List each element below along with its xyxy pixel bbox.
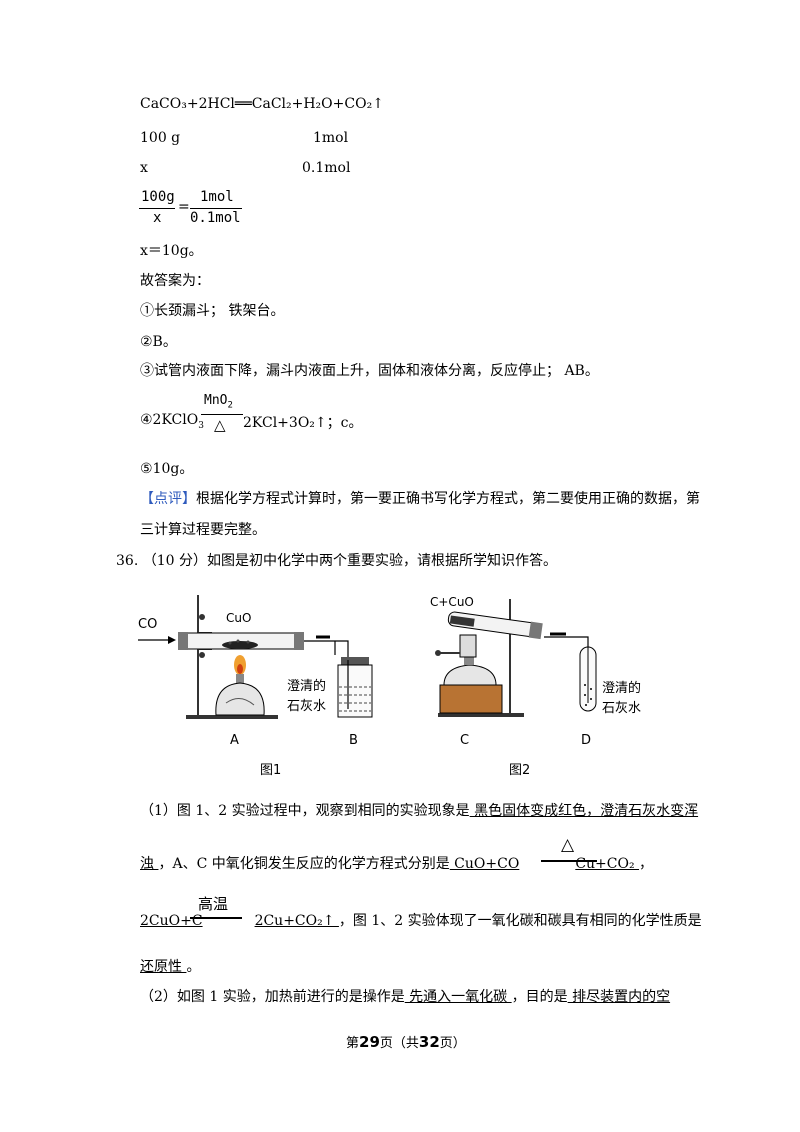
answer-header: 故答案为： [140,273,210,289]
fraction-2-bar [190,208,242,209]
part-1-answer-1a: 黑色固体变成红色，澄清石灰水变浑 [469,803,699,819]
part-1-eq1-arrow [541,860,597,862]
ratio-row-1-left: 100 g [140,130,181,146]
answer-4-prefix: ④2KClO [140,412,199,428]
part-1-line-3-text: ，图 1、2 实验体现了一氧化碳和碳具有相同的化学性质是 [338,913,702,929]
part-1-answer-1b: 浊 [140,856,159,872]
ratio-row-1-right: 1mol [313,130,349,146]
fraction-1-numerator: 100g [141,189,175,205]
answer-5: ⑤10g。 [140,461,194,477]
figure-1-cuo-label: CuO [226,611,252,625]
calc-result: x＝10g。 [140,243,203,259]
part-2-line-1: （2）如图 1 实验，加热前进行的是操作是 先通入一氧化碳 ，目的是 排尽装置内… [140,986,670,1006]
footer-post: 页） [439,1036,466,1051]
part-1-line-2: 浊 ，A、C 中氧化铜发生反应的化学方程式分别是 CuO+CO Cu+CO₂ ， [140,853,653,873]
question-title: 36. （10 分）如图是初中化学中两个重要实验，请根据所学知识作答。 [116,553,557,569]
part-2-answer-2: 排尽装置内的空 [567,989,671,1005]
answer-4-heat-symbol: △ [214,416,226,434]
footer-total-pages: 32 [418,1033,440,1051]
figure-1-liquid-label: 澄清的 石灰水 [287,679,327,714]
part-1-line-2-end: ， [639,856,654,872]
answer-4-catalyst-sub: 2 [227,400,233,411]
fraction-2-numerator: 1mol [200,189,234,205]
part-1-line-3: 2CuO+C 2Cu+CO₂↑ ，图 1、2 实验体现了一氧化碳和碳具有相同的化学… [140,910,702,930]
figure-1-caption: 图1 [260,763,282,778]
answer-4-suffix: 2KCl+3O₂↑；c。 [243,415,363,431]
part-1-eq2-condition: 高温 [198,895,229,913]
part-1-eq1-left: CuO+CO [449,856,520,872]
reaction-equation: CaCO₃+2HCl══CaCl₂+H₂O+CO₂↑ [140,96,384,112]
figure-1-co-label: CO [138,617,158,632]
part-1-eq1-condition: △ [561,835,575,855]
answer-3: ③试管内液面下降，漏斗内液面上升，固体和液体分离，反应停止； AB。 [140,363,599,379]
part-1-prefix: （1）图 1、2 实验过程中，观察到相同的实验现象是 [140,803,470,819]
footer-pre: 第 [346,1036,360,1051]
figure-1-label-a: A [230,733,239,748]
figure-2-reactant-label: C+CuO [430,595,474,609]
part-1-line-1: （1）图 1、2 实验过程中，观察到相同的实验现象是 黑色固体变成红色，澄清石灰… [140,800,698,820]
ratio-row-2-left: x [140,160,148,176]
part-1-eq1-right: Cu+CO₂ [575,856,640,872]
fraction-2-denominator: 0.1mol [190,210,241,226]
figure-2-caption: 图2 [509,763,531,778]
part-2-answer-1: 先通入一氧化碳 [404,989,512,1005]
part-2-middle: ，目的是 [511,989,568,1005]
answer-4-catalyst: MnO2 [204,393,233,411]
figure-2-label-d: D [581,733,592,748]
fraction-equals: = [178,199,190,215]
fraction-1-bar [139,208,175,209]
comment-text-1: 根据化学方程式计算时，第一要正确书写化学方程式，第二要使用正确的数据，第 [196,491,700,507]
footer-mid: 页（共 [379,1036,419,1051]
answer-4-prefix-sub: 3 [198,420,204,431]
part-1-line-4-end: 。 [186,959,201,975]
fraction-1-denominator: x [153,210,162,226]
figure-1-apparatus [138,595,373,719]
part-2-prefix: （2）如图 1 实验，加热前进行的是操作是 [140,989,405,1005]
part-1-line-4: 还原性 。 [140,956,200,976]
part-1-eq2-arrow [190,917,242,919]
answer-2: ②B。 [140,334,177,350]
footer-page-number: 29 [359,1033,380,1051]
comment-line-1: 【点评】根据化学方程式计算时，第一要正确书写化学方程式，第二要使用正确的数据，第 [140,488,700,508]
figure-2-liquid-label: 澄清的 石灰水 [602,681,642,716]
answer-4-catalyst-text: MnO [204,393,228,408]
part-1-eq2-left: 2CuO+C [140,913,203,929]
ratio-row-2-right: 0.1mol [302,160,351,176]
figure-2: C+CuO 澄清的 石灰水 C D 图2 [420,585,680,785]
part-1-eq2-right: 2Cu+CO₂↑ [254,913,339,929]
answer-4-arrow-line [201,414,243,415]
part-1-middle: ，A、C 中氧化铜发生反应的化学方程式分别是 [158,856,450,872]
answer-1: ①长颈漏斗； 铁架台。 [140,303,285,319]
part-1-answer-3: 还原性 [140,959,187,975]
comment-line-2: 三计算过程要完整。 [140,522,266,538]
figure-1: CO CuO 澄清的 石灰水 A B 图1 [130,585,390,785]
figure-2-apparatus [435,599,597,717]
figure-2-label-c: C [460,733,470,748]
figure-1-label-b: B [349,733,358,748]
page-footer: 第29页（共32页） [346,1032,466,1051]
comment-tag: 【点评】 [140,491,196,507]
